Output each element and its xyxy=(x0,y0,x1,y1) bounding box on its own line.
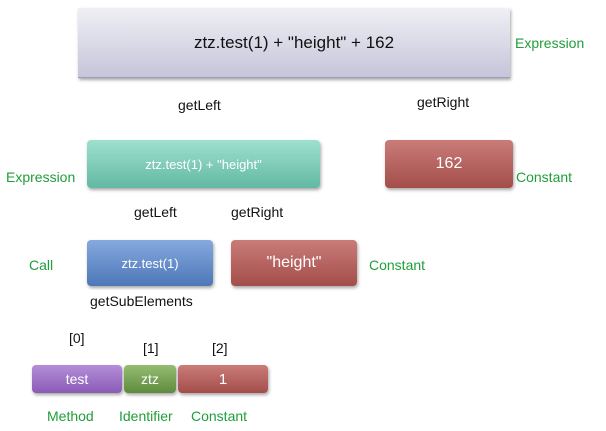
constant-one-type-label: Constant xyxy=(191,408,248,424)
edge-label-root-getleft: getLeft xyxy=(172,94,227,116)
call-node: ztz.test(1) xyxy=(87,240,213,286)
edge-label-left-getright: getRight xyxy=(225,201,290,223)
edge-label-index-2: [2] xyxy=(206,337,234,359)
identifier-node: ztz xyxy=(124,365,176,393)
edge-label-index-0: [0] xyxy=(63,327,91,349)
identifier-type-label: Identifier xyxy=(119,408,173,424)
edge-label-left-getleft: getLeft xyxy=(128,201,183,223)
height-constant-node: "height" xyxy=(231,240,357,286)
call-type-label: Call xyxy=(29,257,54,273)
root-expression-node: ztz.test(1) + "height" + 162 xyxy=(78,8,510,78)
method-type-label: Method xyxy=(47,408,94,424)
left-expression-type-label: Expression xyxy=(6,169,76,185)
constant-one-node: 1 xyxy=(178,365,268,393)
right-constant-node: 162 xyxy=(385,140,513,188)
method-node: test xyxy=(32,365,122,393)
edge-label-index-1: [1] xyxy=(137,337,165,359)
edge-label-getsubelements: getSubElements xyxy=(84,290,199,312)
right-constant-type-label: Constant xyxy=(516,169,573,185)
height-constant-type-label: Constant xyxy=(369,257,426,273)
edge-label-root-getright: getRight xyxy=(411,91,476,113)
root-type-label: Expression xyxy=(515,35,585,51)
left-expression-node: ztz.test(1) + "height" xyxy=(87,140,320,188)
